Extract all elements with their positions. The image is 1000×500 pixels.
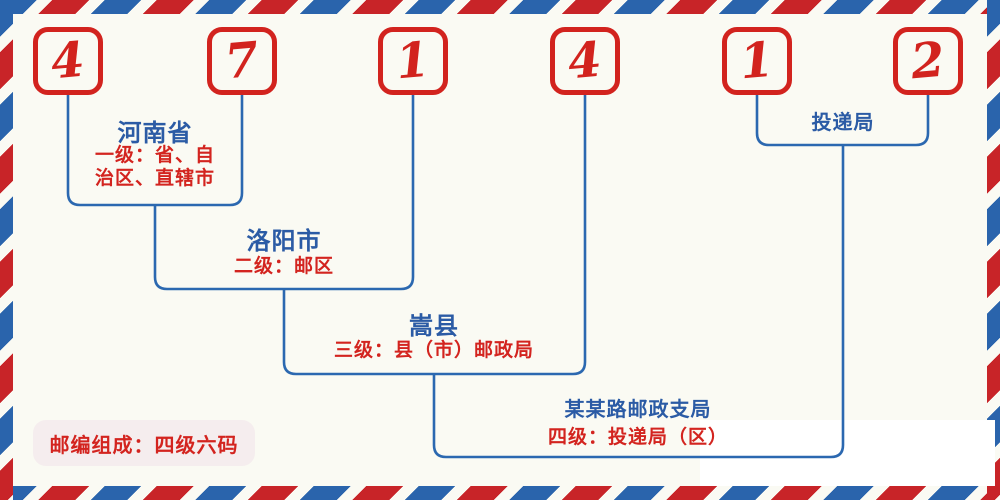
airmail-border-right (987, 0, 1000, 500)
digit-box-3: 1 (378, 27, 448, 95)
airmail-border-left (0, 0, 13, 500)
level1-desc-line2: 治区、直辖市 (94, 168, 216, 189)
level4-desc: 四级：投递局（区） (547, 427, 729, 448)
digit-box-2: 7 (207, 27, 277, 95)
level2-region-label: 洛阳市 (246, 228, 322, 255)
background-patch (700, 420, 995, 486)
footnote-badge: 邮编组成：四级六码 (33, 420, 255, 466)
bracket-level4 (432, 145, 845, 459)
footnote-text: 邮编组成：四级六码 (49, 434, 239, 457)
level1-desc: 一级：省、自 治区、直辖市 (95, 144, 215, 190)
digit-3: 1 (393, 31, 433, 91)
level1-region-label: 河南省 (117, 120, 193, 147)
digit-box-6: 2 (893, 27, 963, 95)
digit-1: 4 (48, 31, 88, 91)
airmail-border-top (0, 0, 1000, 14)
digit-5: 1 (737, 31, 777, 91)
digit-2: 7 (222, 31, 262, 91)
digit-6: 2 (908, 31, 948, 91)
level2-desc: 二级：邮区 (233, 256, 335, 277)
digit-box-4: 4 (550, 27, 620, 95)
level1-desc-line1: 一级：省、自 (94, 145, 216, 166)
level4-region-label: 某某路邮政支局 (564, 399, 712, 421)
level3-desc: 三级：县（市）邮政局 (333, 340, 535, 361)
digit-4: 4 (565, 31, 605, 91)
airmail-border-bottom (0, 486, 1000, 500)
digit-box-1: 4 (33, 27, 103, 95)
level3-region-label: 嵩县 (409, 313, 459, 340)
level5-region-label: 投递局 (811, 112, 875, 134)
digit-box-5: 1 (722, 27, 792, 95)
